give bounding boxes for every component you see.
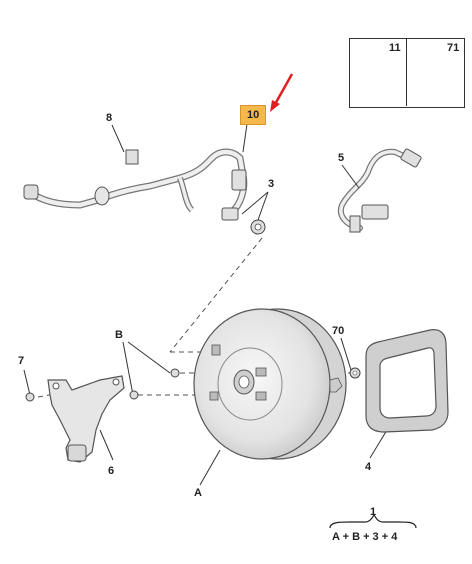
- vacuum-hose-10: [23, 148, 248, 221]
- inset-divider: [406, 38, 407, 106]
- callout-5: 5: [338, 152, 345, 164]
- callout-B: B: [115, 329, 123, 341]
- callout-10: 10: [240, 105, 267, 125]
- formula-brace: [329, 513, 417, 529]
- red-arrow-icon: [270, 73, 294, 112]
- bracket-6: [47, 375, 125, 463]
- callout-70: 70: [332, 325, 345, 337]
- callout-3: 3: [268, 178, 275, 190]
- vacuum-hose-5: [338, 148, 422, 233]
- callout-7: 7: [18, 355, 25, 367]
- callout-A: A: [194, 487, 202, 499]
- seal-4: [365, 329, 449, 433]
- inset-panel: [349, 38, 465, 108]
- brake-booster-A: [193, 308, 347, 460]
- callout-8: 8: [106, 112, 113, 124]
- callout-4: 4: [365, 461, 372, 473]
- inset-label-left: 11: [389, 42, 401, 54]
- callout-6: 6: [108, 465, 115, 477]
- formula-ref: 1: [370, 506, 377, 518]
- bolts: [25, 367, 361, 402]
- nut-3: [250, 219, 266, 235]
- formula-text: A + B + 3 + 4: [332, 531, 398, 543]
- inset-label-right: 71: [447, 42, 460, 54]
